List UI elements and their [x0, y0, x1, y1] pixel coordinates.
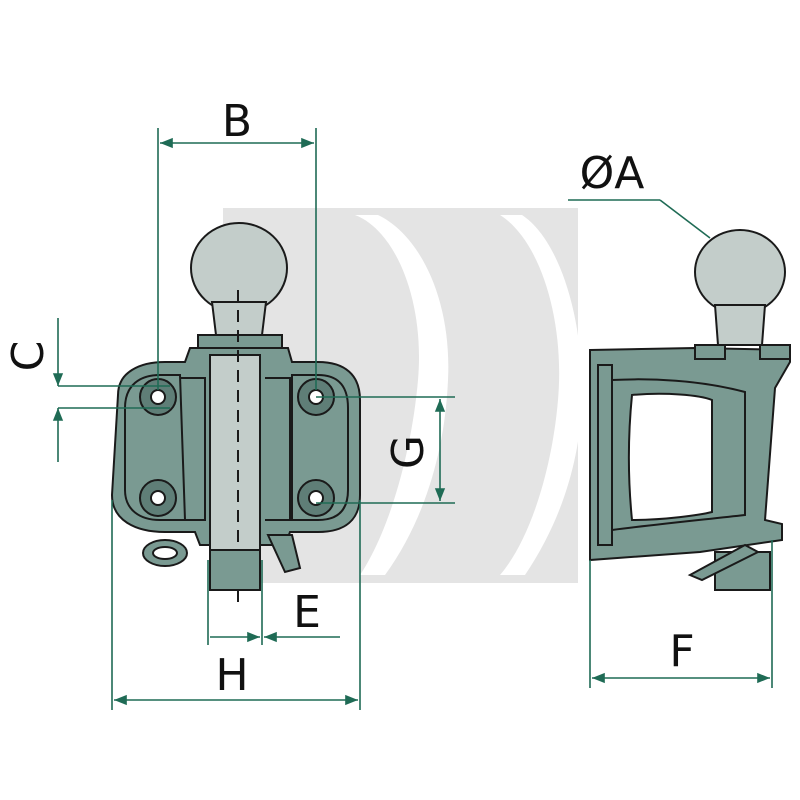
bolt-holes [139, 378, 335, 517]
label-c: C [3, 341, 54, 372]
label-e: E [293, 587, 321, 638]
front-view [110, 222, 361, 610]
label-b: B [222, 96, 252, 147]
label-h: H [215, 650, 248, 701]
ball-side [694, 229, 786, 315]
label-g: G [383, 435, 434, 469]
side-view [589, 229, 791, 591]
label-f: F [669, 626, 694, 677]
dimension-lines [52, 128, 773, 710]
pin-front [209, 354, 261, 556]
label-a: ØA [580, 148, 645, 199]
